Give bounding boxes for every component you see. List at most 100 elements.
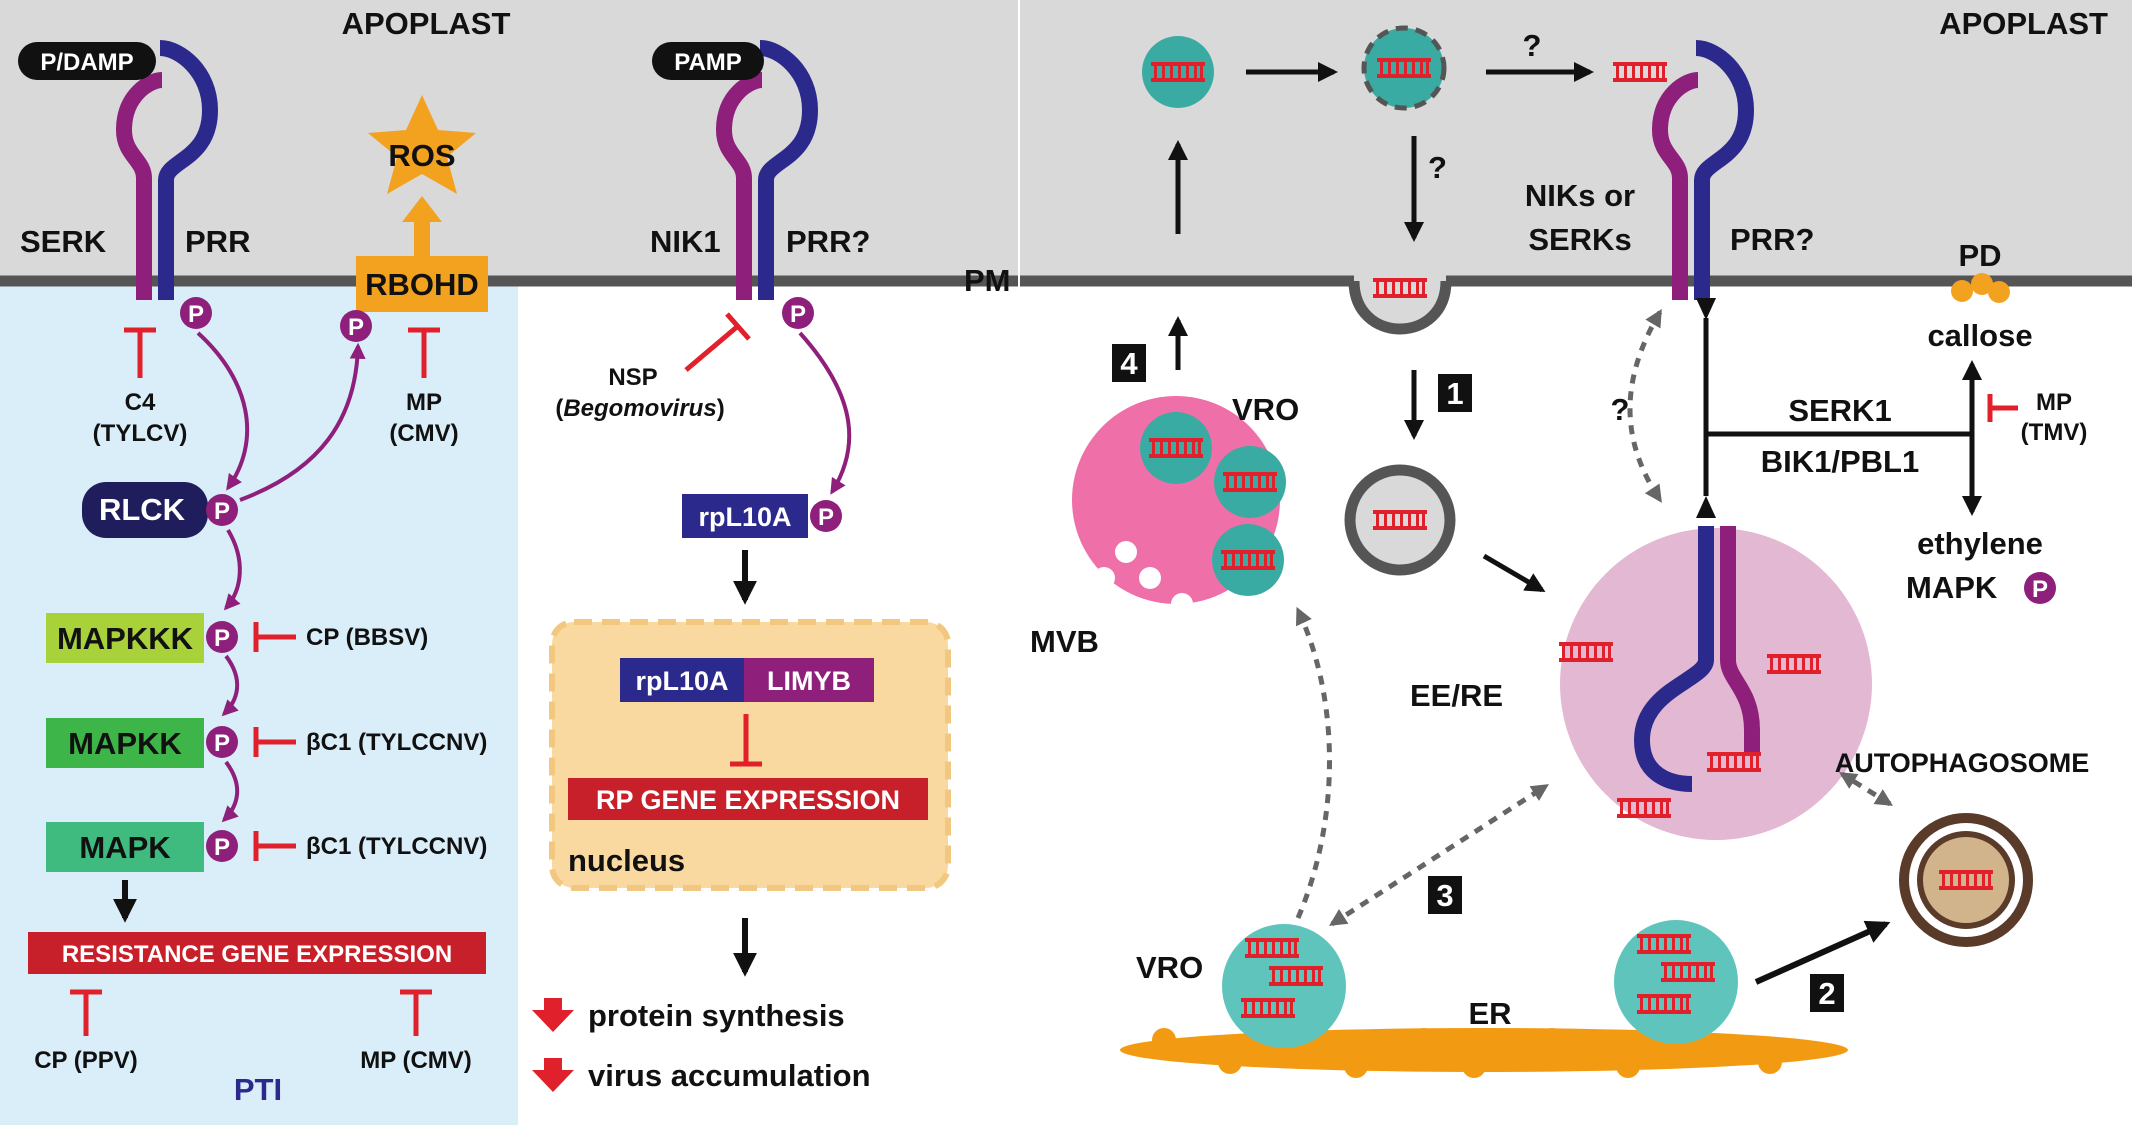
- er-ribosome-1: [1152, 1028, 1176, 1052]
- ros-arrow-head: [402, 196, 442, 222]
- arrow-mapkk-to-mapk: [221, 760, 240, 823]
- begomovirus-label: (Begomovirus): [555, 395, 724, 422]
- complex-b-box: [744, 658, 874, 702]
- er-ribosome-2: [1218, 1050, 1242, 1074]
- pdamp-label: P/DAMP: [40, 49, 133, 76]
- prr-q-right-label: PRR?: [1730, 222, 1814, 257]
- pti-panel: [0, 281, 518, 1125]
- er-ribosome-6: [1462, 1054, 1486, 1078]
- apoplast-label-left: APOPLAST: [342, 6, 511, 41]
- serk1-label: SERK1: [1788, 393, 1891, 428]
- rp-gene-box: [568, 778, 928, 820]
- dotted-receptor-to-eere: [1627, 308, 1663, 503]
- mvb-dot-2: [1139, 567, 1161, 589]
- arrow-vesicle-to-eere: [1482, 553, 1546, 593]
- mp-tmv-virus-label: (TMV): [2021, 419, 2088, 446]
- phospho-mapkkk: [206, 621, 238, 653]
- phospho-rlck: [206, 494, 238, 526]
- bc1-b-label: βC1 (TYLCCNV): [306, 833, 487, 860]
- bik1-label: BIK1/PBL1: [1761, 444, 1919, 479]
- er-ribosome-4: [1344, 1054, 1368, 1078]
- down-arrow-protein: [532, 998, 574, 1032]
- vro-top-label: VRO: [1232, 392, 1299, 427]
- ros-label: ROS: [388, 138, 455, 173]
- mapkk-box: [46, 718, 204, 768]
- callose-label: callose: [1927, 318, 2032, 353]
- ros-arrow-stem: [414, 220, 430, 256]
- question-1: ?: [1523, 28, 1542, 63]
- apoplast-right-region: [1020, 0, 2132, 281]
- step-2-box: [1810, 974, 1844, 1012]
- nik1-label: NIK1: [650, 224, 721, 259]
- mapkkk-box: [46, 613, 204, 663]
- rbohd-box: [356, 256, 488, 312]
- phospho-nik1-label: P: [790, 301, 806, 328]
- step-1-label: 1: [1446, 376, 1463, 411]
- er-label: ER: [1468, 996, 1511, 1031]
- arrow-prr-to-rpl10a: [798, 331, 852, 495]
- protein-synthesis-label: protein synthesis: [588, 998, 845, 1033]
- phospho-mapk-right: [2024, 572, 2056, 604]
- prr-receptor: [158, 40, 219, 300]
- niks-label: NIKs or: [1525, 178, 1635, 213]
- resistance-box: [28, 932, 486, 974]
- apoplast-label-right: APOPLAST: [1939, 6, 2108, 41]
- pm-label: PM: [964, 263, 1011, 298]
- phospho-rpl10a-label: P: [818, 504, 834, 531]
- mapk-box: [46, 822, 204, 872]
- phospho-prr: [180, 297, 212, 329]
- ethylene-label: ethylene: [1917, 526, 2043, 561]
- phospho-mapk-right-label: P: [2032, 576, 2048, 603]
- nucleus-label: nucleus: [568, 843, 685, 878]
- begomovirus-name: Begomovirus: [563, 395, 716, 422]
- dotted-eere-to-autophagosome: [1839, 771, 1893, 807]
- phospho-rbohd: [340, 310, 372, 342]
- arrow-vro-to-autophagosome: [1754, 920, 1891, 985]
- nsp-inhibit-bar: [725, 312, 751, 341]
- arrow-prr-to-rlck: [196, 331, 250, 491]
- nsp-inhibit-line: [684, 324, 740, 372]
- ros-star: [368, 95, 476, 194]
- complex-a-label: rpL10A: [635, 666, 728, 696]
- rpl10a-label: rpL10A: [698, 502, 791, 532]
- callose-blob-2: [1971, 273, 1993, 295]
- pamp-badge: [652, 42, 764, 80]
- step-3-box: [1428, 876, 1462, 914]
- serks-label: SERKs: [1528, 222, 1631, 257]
- phospho-prr-label: P: [188, 301, 204, 328]
- phospho-mapkk-label: P: [214, 730, 230, 757]
- autophagosome-label: AUTOPHAGOSOME: [1835, 748, 2090, 778]
- dotted-vro-to-mvb: [1295, 606, 1332, 919]
- rpl10a-box: [682, 494, 808, 538]
- hub-top-triangle: [1696, 298, 1716, 320]
- panel-divider: [1018, 0, 1020, 1125]
- mapk-label: MAPK: [79, 830, 171, 865]
- phospho-nik1: [782, 297, 814, 329]
- pd-label: PD: [1958, 238, 2001, 273]
- phospho-mapkk: [206, 726, 238, 758]
- pdamp-badge: [18, 42, 156, 80]
- phospho-mapk: [206, 830, 238, 862]
- serk-label: SERK: [20, 224, 107, 259]
- phospho-rpl10a: [810, 500, 842, 532]
- phospho-mapkkk-label: P: [214, 625, 230, 652]
- eere-receptor-navy: [1633, 526, 1714, 792]
- mvb-dot-3: [1093, 567, 1115, 589]
- nik1-receptor: [715, 72, 763, 300]
- cp-bbsv-label: CP (BBSV): [306, 624, 428, 651]
- mapk-right-label: MAPK: [1906, 570, 1998, 605]
- mp-tmv-label: MP: [2036, 389, 2072, 416]
- niks-receptor: [1651, 72, 1699, 300]
- prr-q-label: PRR?: [786, 224, 870, 259]
- vro-bottom-label: VRO: [1136, 950, 1203, 985]
- arrow-rlck-to-rbohd: [239, 342, 366, 502]
- prr-right-receptor: [1694, 40, 1755, 300]
- eere-label: EE/RE: [1410, 678, 1503, 713]
- step-1-box: [1438, 374, 1472, 412]
- complex-b-label: LIMYB: [767, 666, 851, 696]
- nsp-label: NSP: [608, 364, 657, 391]
- step-3-label: 3: [1436, 878, 1453, 913]
- bc1-a-label: βC1 (TYLCCNV): [306, 729, 487, 756]
- virus-accumulation-label: virus accumulation: [588, 1058, 871, 1093]
